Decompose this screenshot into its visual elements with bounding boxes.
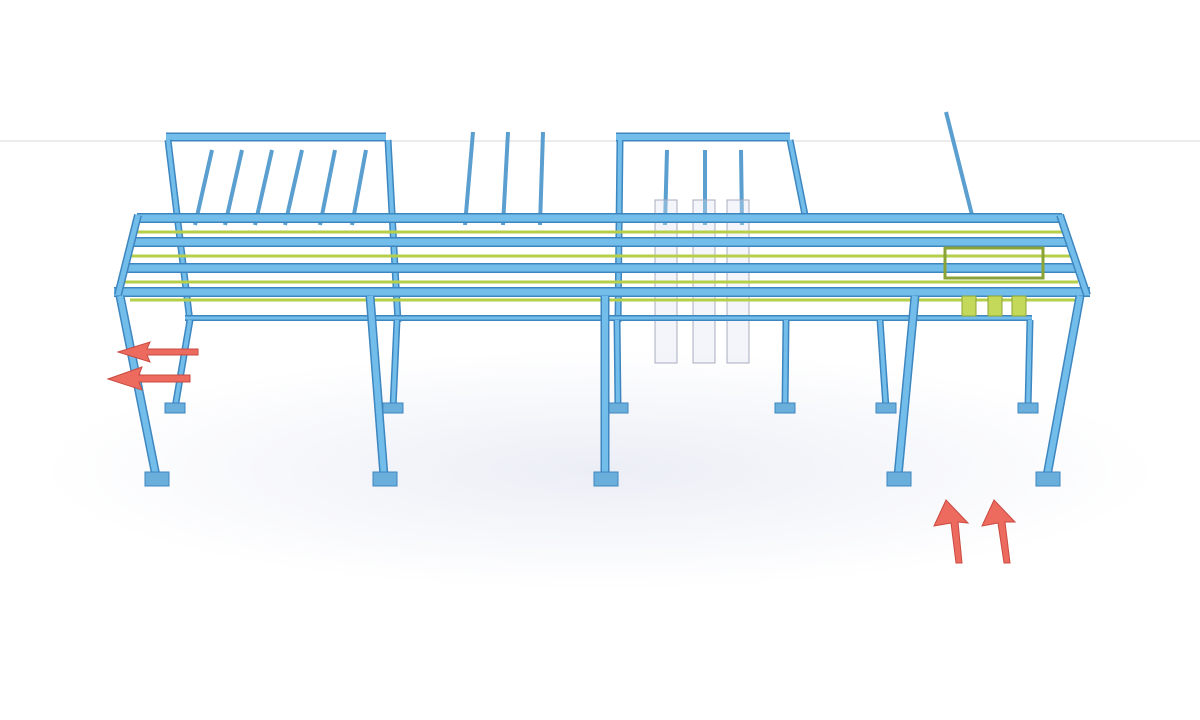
direction-arrows-up	[933, 499, 1017, 564]
green-carriage	[943, 246, 1045, 317]
back-legs	[164, 319, 1039, 414]
direction-arrows-left	[106, 341, 199, 391]
hanging-slats	[193, 111, 974, 226]
ground-shadow	[40, 350, 1160, 590]
